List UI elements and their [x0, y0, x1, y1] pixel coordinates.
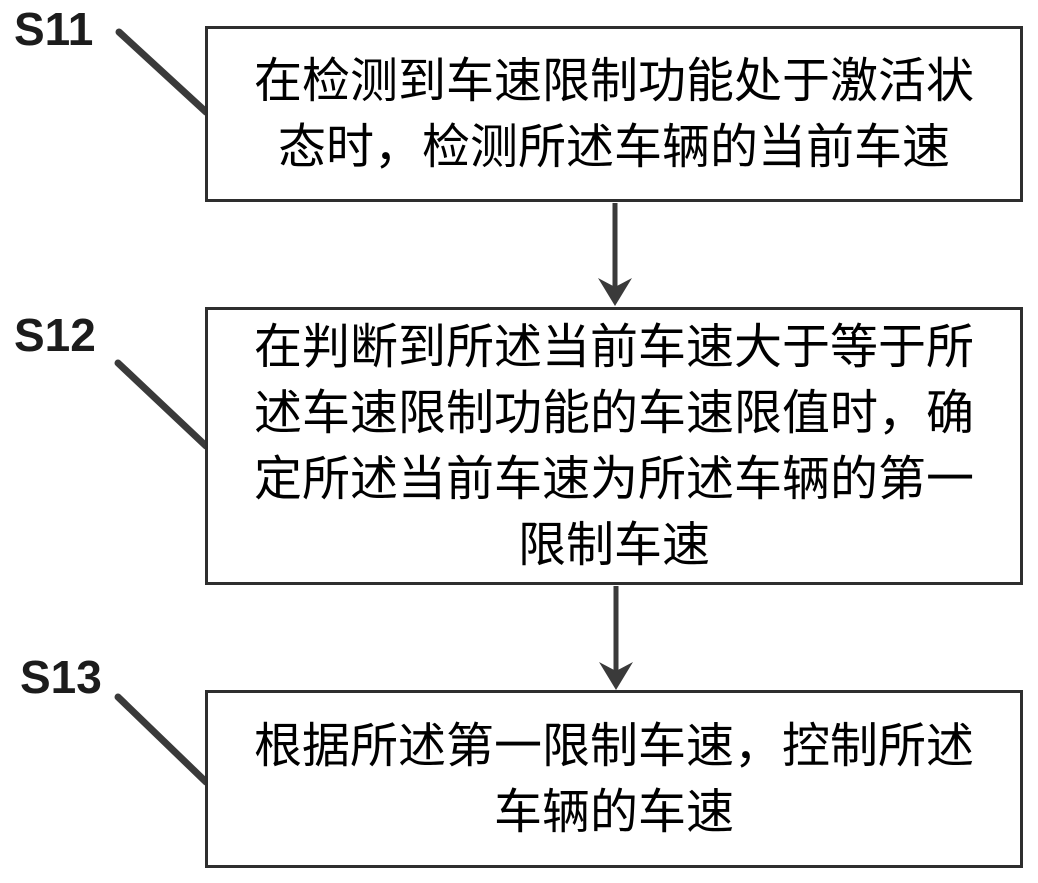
step-text-s11: 在检测到车速限制功能处于激活状态时，检测所述车辆的当前车速 — [253, 53, 974, 175]
step-label-s12: S12 — [14, 309, 96, 361]
step-text-s13: 根据所述第一限制车速，控制所述车辆的车速 — [253, 718, 974, 840]
leader-line-s11 — [115, 28, 210, 116]
leader-line-s12 — [114, 359, 210, 450]
step-label-s11: S11 — [14, 3, 94, 55]
step-box-s13: 根据所述第一限制车速，控制所述车辆的车速 — [205, 690, 1023, 868]
step-box-s12: 在判断到所述当前车速大于等于所述车速限制功能的车速限值时，确定所述当前车速为所述… — [205, 307, 1023, 585]
step-text-s12: 在判断到所述当前车速大于等于所述车速限制功能的车速限值时，确定所述当前车速为所述… — [253, 319, 974, 573]
step-label-s13: S13 — [20, 651, 102, 703]
arrow-s11-s12-head — [598, 278, 632, 306]
leader-line-s13 — [114, 693, 210, 786]
step-box-s11: 在检测到车速限制功能处于激活状态时，检测所述车辆的当前车速 — [205, 26, 1023, 202]
arrow-s12-s13-head — [599, 662, 633, 690]
